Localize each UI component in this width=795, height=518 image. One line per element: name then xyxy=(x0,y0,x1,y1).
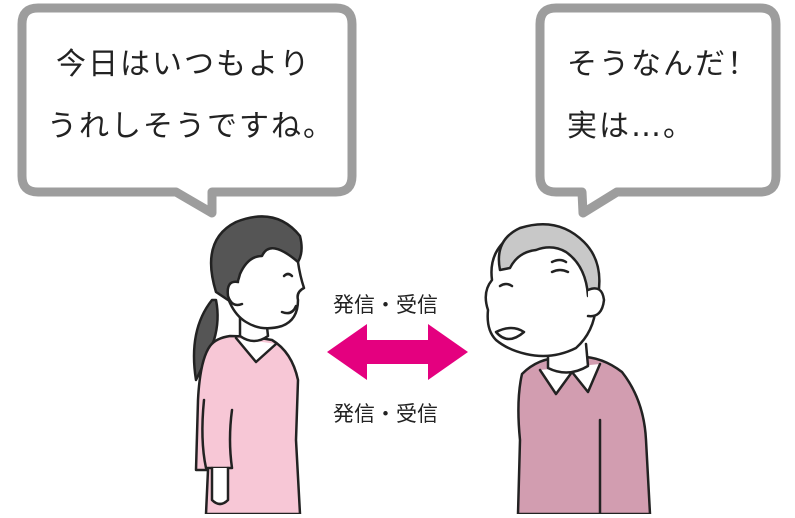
right-speech-bubble xyxy=(535,3,781,218)
left-bubble-line-1: 今日はいつもより xyxy=(56,47,312,82)
nurse-figure xyxy=(192,215,306,516)
elderly-man-figure xyxy=(484,222,652,516)
left-bubble-line-2: うれしそうですね。 xyxy=(47,109,335,144)
double-arrow-icon xyxy=(327,324,468,380)
exchange-bottom-label: 発信・受信 xyxy=(333,402,438,426)
exchange-top-label: 発信・受信 xyxy=(333,293,438,317)
right-bubble-line-2: 実は…。 xyxy=(567,109,695,144)
left-speech-bubble xyxy=(17,3,357,218)
right-bubble-line-1: そうなんだ！ xyxy=(567,47,759,82)
